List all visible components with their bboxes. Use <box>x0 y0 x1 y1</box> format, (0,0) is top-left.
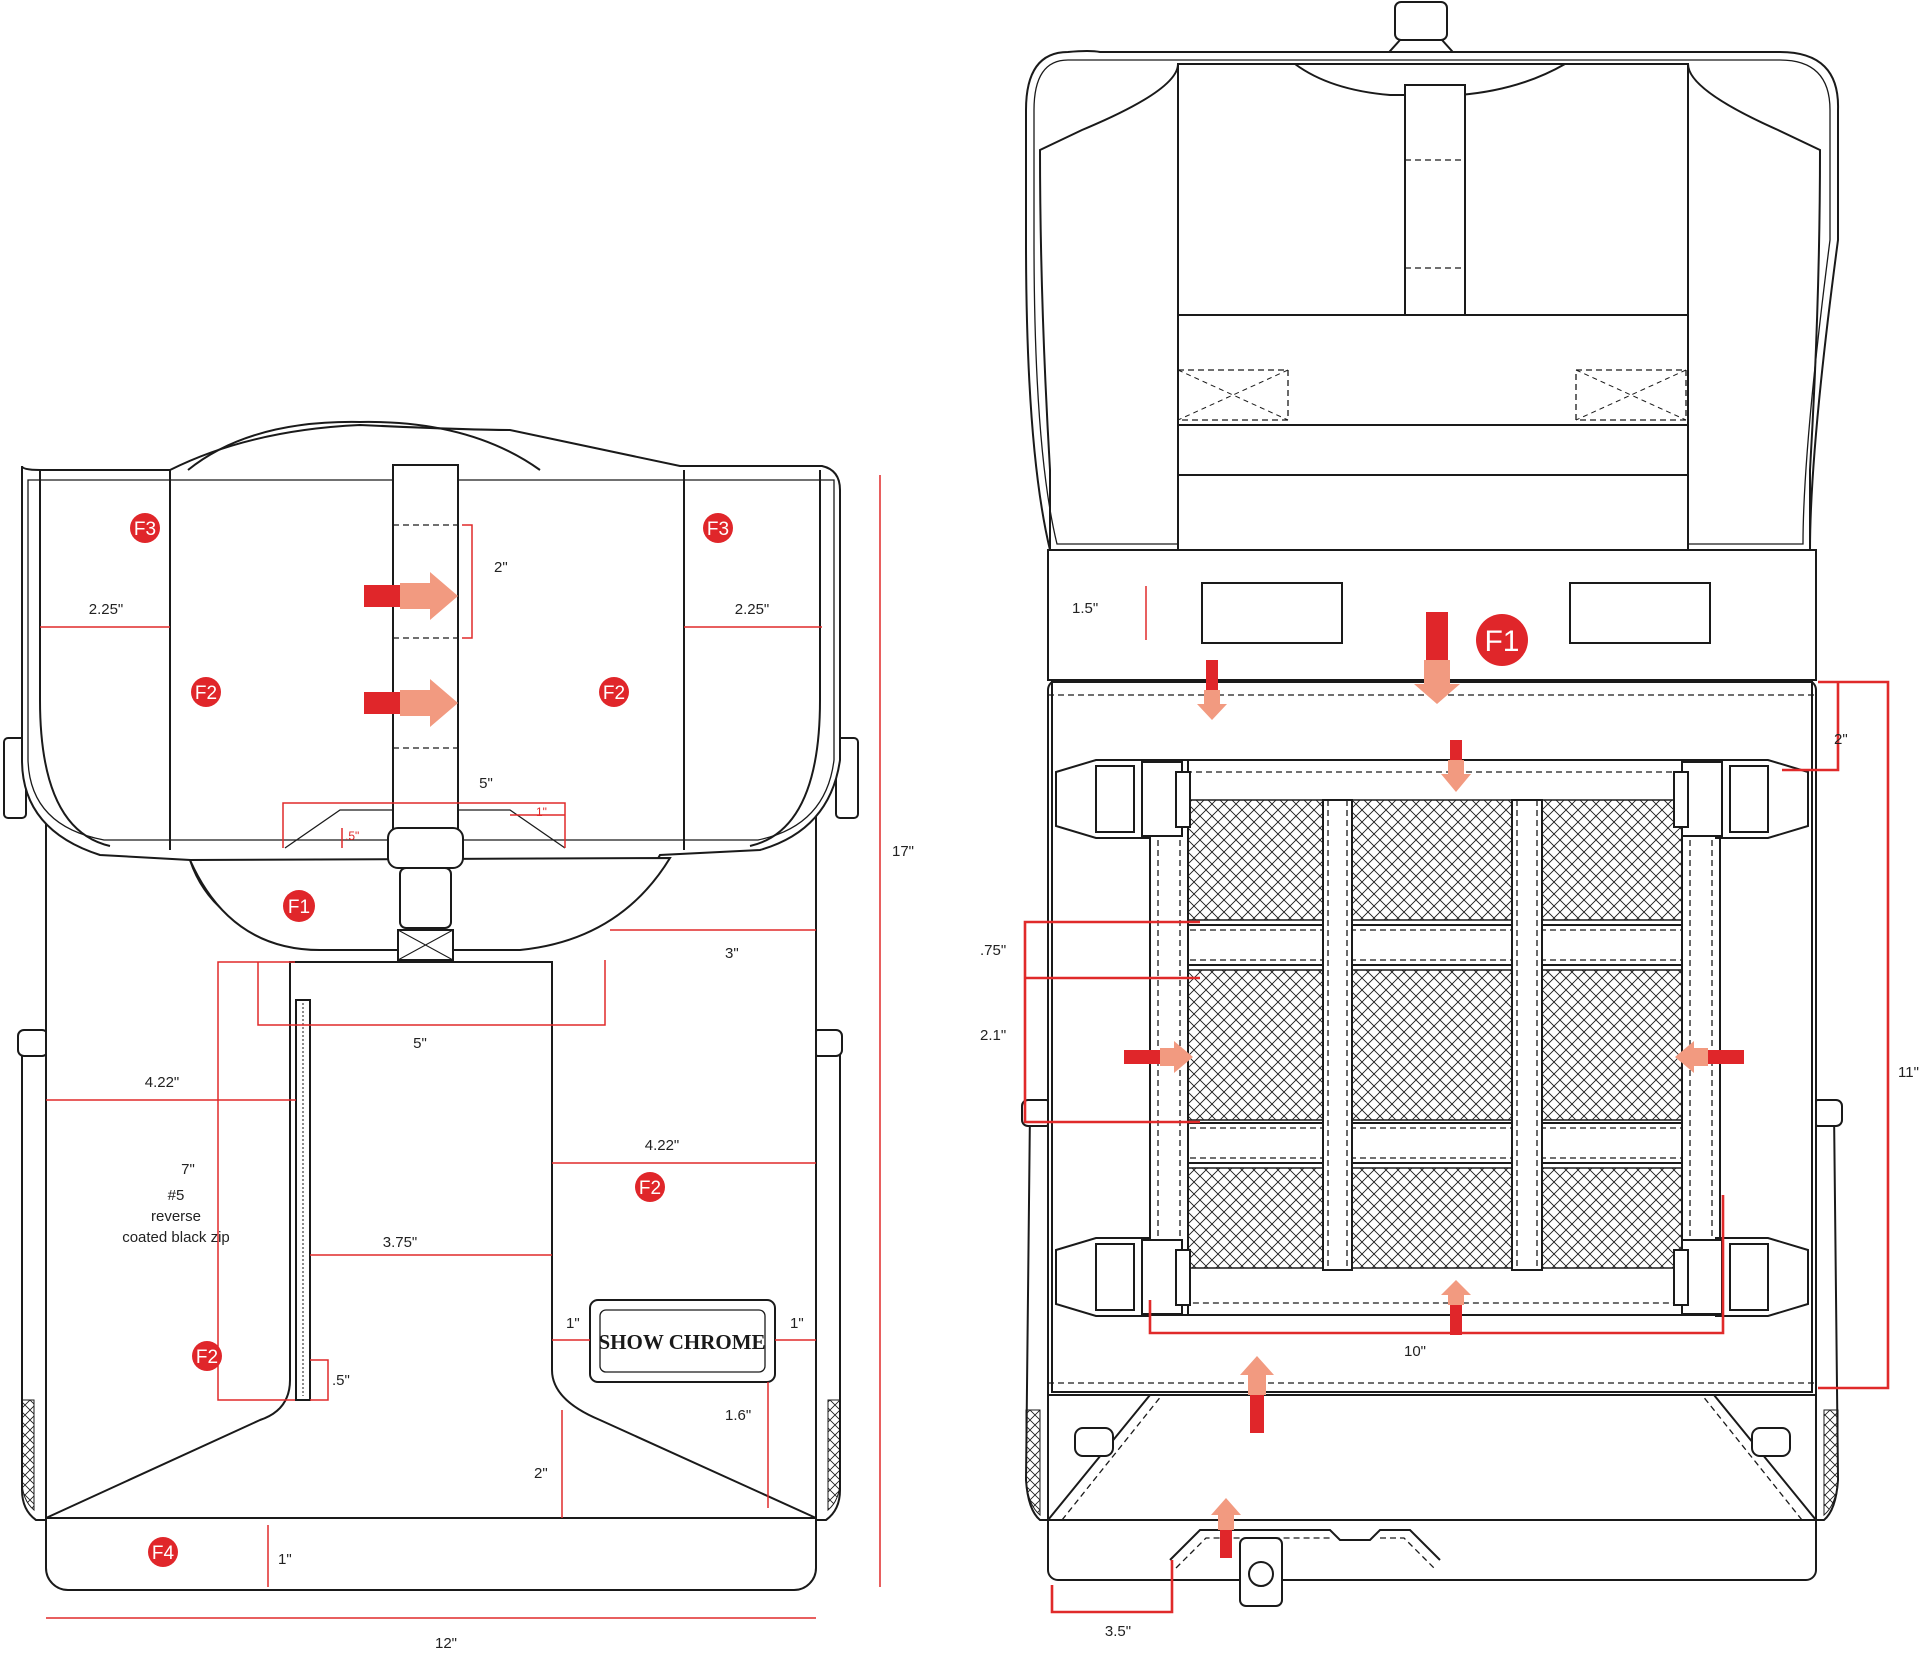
top-buckle-tip <box>1394 1 1448 41</box>
right-mesh-panel <box>827 1399 841 1512</box>
fabric-tag: F1 <box>1484 625 1519 658</box>
fabric-tag: F3 <box>707 519 729 540</box>
zip-note-line: 7" <box>181 1161 195 1178</box>
back-dimension-lines <box>1023 586 1890 1614</box>
bartack-x <box>397 929 454 961</box>
dim-label: 2.25" <box>735 601 770 618</box>
dim-label: 2" <box>1834 731 1848 748</box>
fabric-tag: F4 <box>152 1543 175 1564</box>
dim-label: 3.75" <box>383 1234 418 1251</box>
badge-logo: SHOW CHROME <box>598 1330 765 1354</box>
fabric-tag: F2 <box>196 1347 218 1368</box>
arrow-dark-tail <box>364 692 400 714</box>
zip-note-line: reverse <box>151 1208 201 1225</box>
bartack-box-right <box>1575 369 1687 421</box>
flap-panel-lines <box>169 470 685 850</box>
front-dimension-labels: 17" 12" 2" 2.25" 2.25" 5" 1" .5" 3" 5" 4… <box>89 559 914 1652</box>
dim-label: 4.22" <box>645 1137 680 1154</box>
dim-label: 1" <box>536 805 547 819</box>
dim-label: 5" <box>413 1035 427 1052</box>
dim-label: 4.22" <box>145 1074 180 1091</box>
front-dimension-lines <box>40 475 881 1619</box>
open-flap-stitch <box>1033 59 1831 545</box>
flap-handle <box>187 420 541 471</box>
dim-label: 1" <box>566 1315 580 1332</box>
dim-label: 1.5" <box>1072 600 1098 617</box>
front-arrows <box>364 572 458 727</box>
back-dimension-labels: 1.5" 2" .75" 2.1" 11" 10" 3.5" <box>980 600 1919 1640</box>
bartack-x <box>1575 369 1687 421</box>
zip-note-line: #5 <box>168 1187 185 1204</box>
dim-label: .5" <box>345 829 359 843</box>
bartack-box-left <box>1177 369 1289 421</box>
dim-label: 11" <box>1898 1064 1919 1081</box>
dim-label: 5" <box>479 775 493 792</box>
handle-loop-right <box>1569 582 1711 644</box>
fabric-tag: F2 <box>195 683 217 704</box>
flap-inner-edges <box>1038 63 1822 550</box>
front-strap <box>392 464 459 841</box>
dim-label: 12" <box>435 1635 457 1652</box>
left-pocket-cuff <box>17 1029 49 1057</box>
badge-frame <box>589 1299 776 1383</box>
flap-side-curves <box>39 470 821 847</box>
zip-note-line: coated black zip <box>122 1229 230 1246</box>
dim-label: 3.5" <box>1105 1623 1131 1640</box>
front-pocket-panel <box>45 961 817 1519</box>
badge-inner <box>599 1309 766 1373</box>
dim-label: 2.1" <box>980 1027 1006 1044</box>
back-view: F1 1.5" 2" .75" 2.1" 11" 10" 3.5" <box>980 1 1919 1640</box>
corner-buckles <box>1055 759 1809 1317</box>
left-mesh-panel <box>21 1399 35 1512</box>
bottom-clip-hole <box>1248 1561 1274 1587</box>
bottom-diagonal-seams <box>1047 1394 1817 1521</box>
buckle-body <box>399 867 452 929</box>
dim-label: .5" <box>332 1372 350 1389</box>
bottom-loop-left <box>1074 1427 1114 1457</box>
bartack-x <box>1177 369 1289 421</box>
back-arrows <box>1124 612 1744 1558</box>
arrow-light-head <box>400 572 458 620</box>
flap-stitch <box>27 479 835 841</box>
back-left-mesh <box>1025 1409 1041 1517</box>
arrow-dark-tail <box>364 585 400 607</box>
dim-label: 10" <box>1404 1343 1426 1360</box>
dim-label: 17" <box>892 843 914 860</box>
fabric-tag-bg <box>1476 614 1528 666</box>
flap-notch <box>284 809 566 849</box>
mesh-windows <box>1187 799 1683 1269</box>
bottom-tab-stitch <box>1175 1537 1435 1569</box>
dim-label: 2" <box>494 559 508 576</box>
front-fabric-tags: F3 F3 F2 F2 F1 F2 F2 F4 <box>130 513 733 1567</box>
dim-label: 1" <box>790 1315 804 1332</box>
dim-label: 1" <box>278 1551 292 1568</box>
dim-label: 3" <box>725 945 739 962</box>
bottom-diagonal-stitch <box>1061 1394 1803 1521</box>
front-view: SHOW CHROME <box>3 420 914 1652</box>
dim-label: 2" <box>534 1465 548 1482</box>
fabric-tag: F1 <box>288 897 310 918</box>
fabric-tag: F3 <box>134 519 156 540</box>
dim-label: 2.25" <box>89 601 124 618</box>
buckle-top <box>387 827 464 869</box>
harness-webbing <box>1149 759 1721 1316</box>
handle-loop-left <box>1201 582 1343 644</box>
arrow-light-head <box>400 679 458 727</box>
back-right-mesh <box>1823 1409 1839 1517</box>
bottom-loop-right <box>1751 1427 1791 1457</box>
fabric-tag: F2 <box>603 683 625 704</box>
dim-label: 1.6" <box>725 1407 751 1424</box>
flap-strap <box>1404 84 1466 316</box>
fabric-tag: F2 <box>639 1178 661 1199</box>
dim-label: .75" <box>980 942 1006 959</box>
